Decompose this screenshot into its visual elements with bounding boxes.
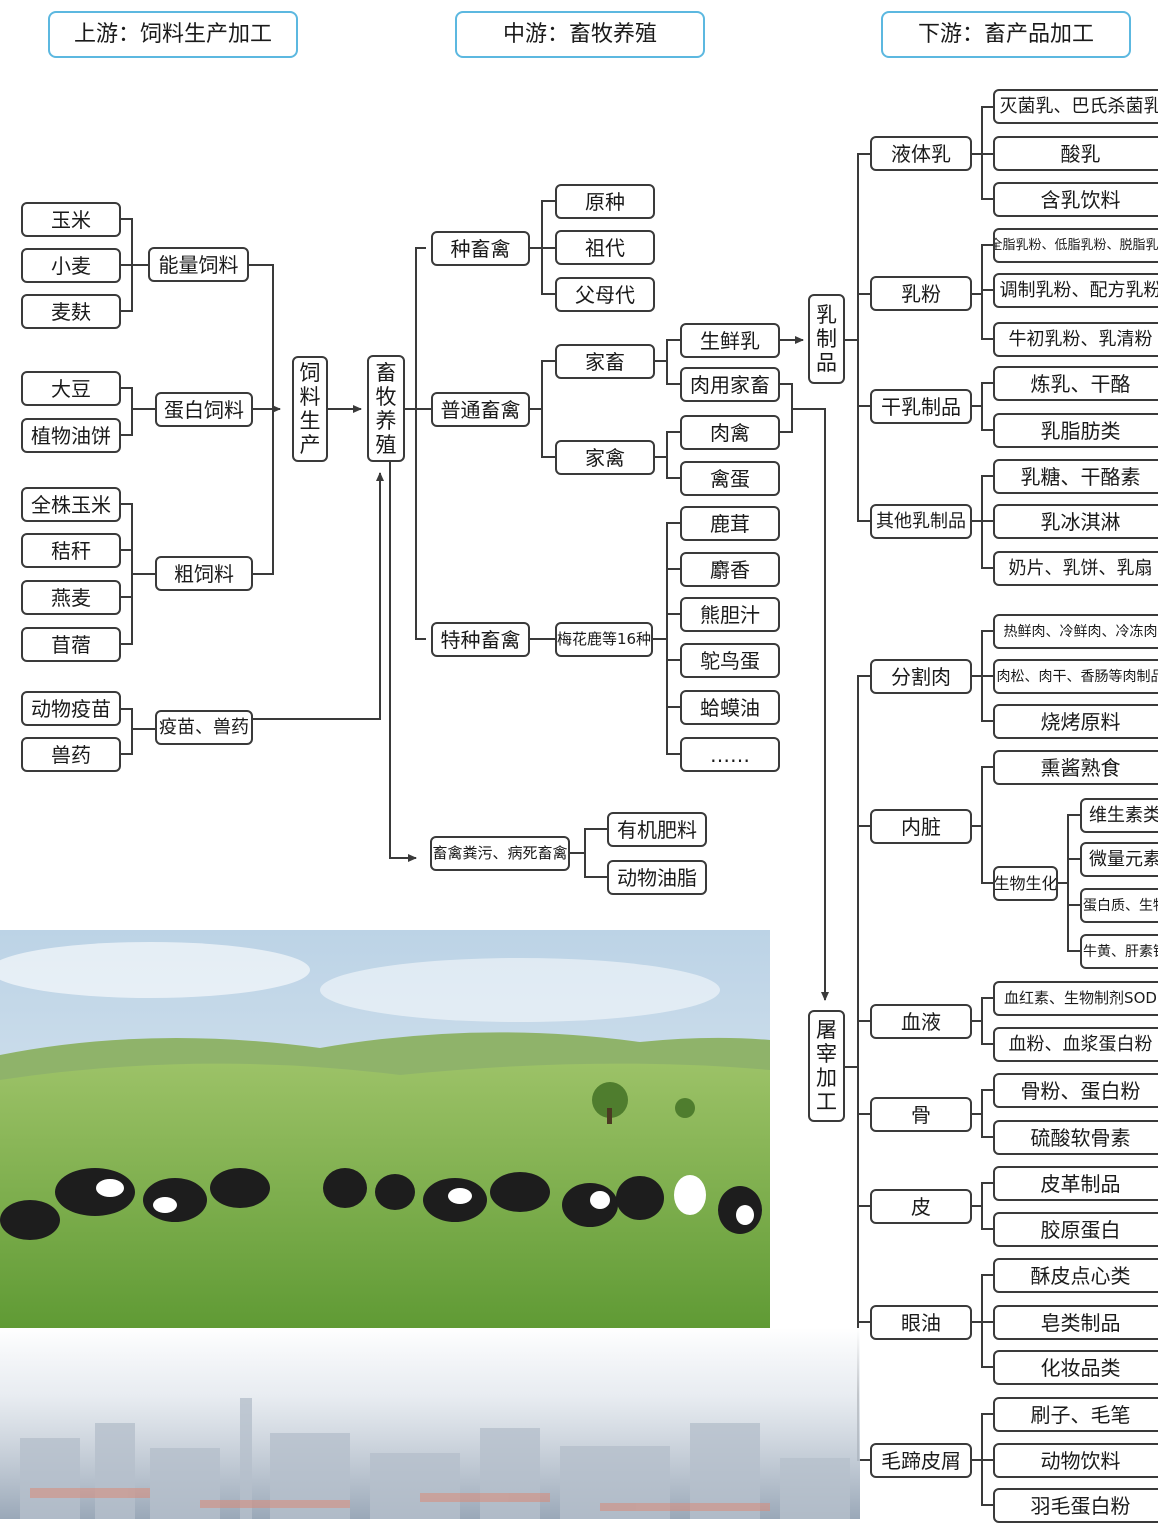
waste-dead-livestock: 畜禽粪污、病死畜禽 <box>430 836 570 871</box>
upstream-item-bran: 麦麸 <box>21 294 121 329</box>
city-skyline-photo <box>0 1328 860 1519</box>
offal-item-smoked: 熏酱熟食 <box>993 750 1158 785</box>
header-midstream: 中游：畜牧养殖 <box>455 11 705 58</box>
tallow-item-cosmetics: 化妆品类 <box>993 1350 1158 1385</box>
offal: 内脏 <box>870 809 972 844</box>
vaccines-vet-drugs: 疫苗、兽药 <box>155 710 253 745</box>
hide-item-leather: 皮革制品 <box>993 1166 1158 1201</box>
breed-original: 原种 <box>555 184 655 219</box>
milk-powder-item-colostrum: 牛初乳粉、乳清粉 <box>993 322 1158 357</box>
hide-item-collagen: 胶原蛋白 <box>993 1212 1158 1247</box>
biochem: 生物生化 <box>993 866 1058 901</box>
tallow-item-soap: 皂类制品 <box>993 1305 1158 1340</box>
dry-dairy-item-condensed: 炼乳、干酪 <box>993 366 1158 401</box>
biochem-item-trace-elements: 微量元素 <box>1080 842 1158 877</box>
organic-fertilizer: 有机肥料 <box>607 812 707 847</box>
cut-meat: 分割肉 <box>870 659 972 694</box>
dry-dairy-item-milk-fat: 乳脂肪类 <box>993 413 1158 448</box>
tallow: 眼油 <box>870 1305 972 1340</box>
other-dairy: 其他乳制品 <box>870 504 972 539</box>
biochem-item-protein: 蛋白质、生物 <box>1080 888 1158 923</box>
hair-hoof-item-feather-protein: 羽毛蛋白粉 <box>993 1488 1158 1523</box>
tallow-item-pastry: 酥皮点心类 <box>993 1258 1158 1293</box>
animal-fat: 动物油脂 <box>607 860 707 895</box>
upstream-item-alfalfa: 苜蓿 <box>21 627 121 662</box>
special-item-ostrich-egg: 鸵鸟蛋 <box>680 643 780 678</box>
feed-production: 饲料生产 <box>292 356 328 462</box>
breeding-stock: 种畜禽 <box>431 231 530 266</box>
other-dairy-item-milk-tablet: 奶片、乳饼、乳扇 <box>993 551 1158 586</box>
upstream-item-soybean: 大豆 <box>21 371 121 406</box>
dairy-products: 乳制品 <box>808 294 845 384</box>
common-stock: 普通畜禽 <box>431 392 530 427</box>
special-item-musk: 麝香 <box>680 552 780 587</box>
liquid-milk-item-sterilized: 灭菌乳、巴氏杀菌乳 <box>993 89 1158 124</box>
bone: 骨 <box>870 1097 972 1132</box>
header-upstream: 上游：饲料生产加工 <box>48 11 298 58</box>
fresh-milk: 生鲜乳 <box>680 323 780 358</box>
special-item-bear-bile: 熊胆汁 <box>680 597 780 632</box>
hair-hoof-item-brushes: 刷子、毛笔 <box>993 1397 1158 1432</box>
upstream-item-animal-vaccine: 动物疫苗 <box>21 691 121 726</box>
liquid-milk-item-milk-drink: 含乳饮料 <box>993 182 1158 217</box>
other-dairy-item-ice-cream: 乳冰淇淋 <box>993 504 1158 539</box>
cut-meat-item-processed: 肉松、肉干、香肠等肉制品 <box>993 659 1158 694</box>
sika-deer-16-species: 梅花鹿等16种 <box>555 622 653 657</box>
cut-meat-item-barbecue: 烧烤原料 <box>993 704 1158 739</box>
hair-hoof-item-feed: 动物饮料 <box>993 1443 1158 1478</box>
bone-item-chondroitin: 硫酸软骨素 <box>993 1120 1158 1155</box>
pasture-cows-photo <box>0 930 770 1330</box>
special-stock: 特种畜禽 <box>431 622 530 657</box>
energy-feed: 能量饲料 <box>148 247 249 282</box>
roughage: 粗饲料 <box>155 556 253 591</box>
protein-feed: 蛋白饲料 <box>155 392 253 427</box>
special-item-frog-oil: 蛤蟆油 <box>680 690 780 725</box>
milk-powder: 乳粉 <box>870 276 972 311</box>
upstream-item-oil-cake: 植物油饼 <box>21 418 121 453</box>
liquid-milk: 液体乳 <box>870 136 972 171</box>
blood: 血液 <box>870 1004 972 1039</box>
biochem-item-vitamins: 维生素类 <box>1080 798 1158 833</box>
bone-item-bone-meal: 骨粉、蛋白粉 <box>993 1073 1158 1108</box>
upstream-item-vet-drugs: 兽药 <box>21 737 121 772</box>
livestock: 家畜 <box>555 344 655 379</box>
upstream-item-whole-corn: 全株玉米 <box>21 487 121 522</box>
livestock-farming: 畜牧养殖 <box>367 355 405 462</box>
blood-item-heme: 血红素、生物制剂SOD <box>993 981 1158 1016</box>
upstream-item-oats: 燕麦 <box>21 580 121 615</box>
breed-parent: 父母代 <box>555 277 655 312</box>
cut-meat-item-fresh: 热鲜肉、冷鲜肉、冷冻肉 <box>993 614 1158 649</box>
meat-livestock: 肉用家畜 <box>680 367 780 402</box>
header-downstream: 下游：畜产品加工 <box>881 11 1131 58</box>
slaughter-processing: 屠宰加工 <box>808 1010 845 1122</box>
milk-powder-item-formula: 调制乳粉、配方乳粉 <box>993 273 1158 308</box>
upstream-item-corn: 玉米 <box>21 202 121 237</box>
milk-powder-item-whole: 全脂乳粉、低脂乳粉、脱脂乳粉 <box>993 228 1158 263</box>
other-dairy-item-lactose: 乳糖、干酪素 <box>993 459 1158 494</box>
special-item-more: …… <box>680 737 780 772</box>
hair-hoof: 毛蹄皮屑 <box>870 1443 972 1478</box>
special-item-antler: 鹿茸 <box>680 506 780 541</box>
meat-poultry: 肉禽 <box>680 415 780 450</box>
hide: 皮 <box>870 1189 972 1224</box>
dry-dairy: 干乳制品 <box>870 389 972 424</box>
biochem-item-bezoar: 牛黄、肝素钠 <box>1080 934 1158 969</box>
liquid-milk-item-yogurt: 酸乳 <box>993 136 1158 171</box>
blood-item-plasma: 血粉、血浆蛋白粉 <box>993 1027 1158 1062</box>
upstream-item-wheat: 小麦 <box>21 248 121 283</box>
poultry: 家禽 <box>555 440 655 475</box>
upstream-item-straw: 秸秆 <box>21 533 121 568</box>
breed-grandparent: 祖代 <box>555 230 655 265</box>
poultry-eggs: 禽蛋 <box>680 461 780 496</box>
